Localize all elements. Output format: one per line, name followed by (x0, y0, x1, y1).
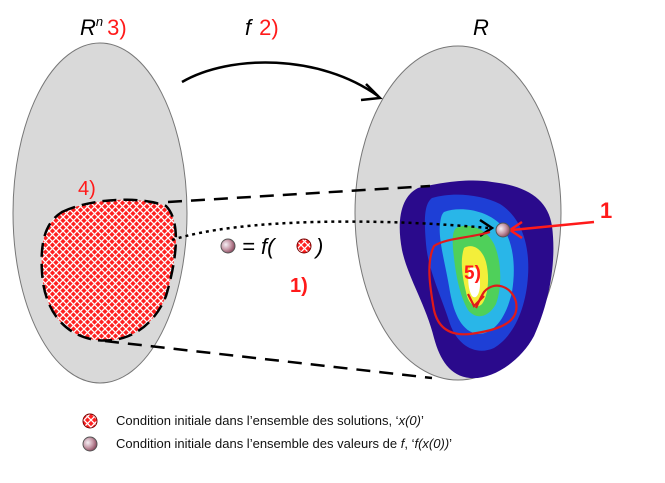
mapping-arrowhead-icon (360, 83, 383, 102)
mapping-arrow (181, 61, 379, 98)
dashed-connector-top (167, 184, 431, 204)
contour-white (468, 267, 480, 298)
legend-text-after: ’ (449, 436, 453, 451)
legend-text-italic: f(x(0)) (414, 436, 450, 451)
legend-text-before: Condition initiale dans l’ensemble des s… (116, 413, 399, 428)
dashed-connector-bottom (104, 339, 433, 380)
codomain-label: R (473, 15, 489, 40)
legend-mauve-dot-icon (82, 436, 98, 452)
solution-region (40, 198, 178, 342)
region-number: 4) (78, 178, 96, 200)
equation-prefix: = f( (242, 234, 277, 259)
legend-text-italic-f: f (400, 436, 405, 451)
legend-text-after: ’ (420, 413, 424, 428)
contour-plot (399, 180, 554, 379)
red-pointer-arrow (511, 220, 595, 232)
eq-hatched-dot-icon (296, 238, 312, 254)
legend-hatched-dot-icon (82, 413, 98, 429)
trajectory-arrowhead-icon (467, 293, 485, 308)
legend-text-mid: , ‘ (404, 436, 415, 451)
dotted-mapping-arrow (171, 220, 489, 242)
trajectory-path (428, 230, 518, 336)
eq-mauve-dot-icon (220, 238, 236, 254)
legend-text-italic: x(0) (398, 413, 421, 428)
equation-suffix: ) (313, 234, 323, 259)
legend-item-values: Condition initiale dans l’ensemble des v… (116, 436, 452, 451)
right-number: 1 (600, 198, 612, 223)
center-number: 5) (464, 263, 481, 284)
mapped-point-icon (495, 222, 511, 238)
equation-number: 1) (290, 275, 308, 297)
legend-item-solution: Condition initiale dans l’ensemble des s… (116, 413, 424, 428)
legend-text-before: Condition initiale dans l’ensemble des v… (116, 436, 401, 451)
